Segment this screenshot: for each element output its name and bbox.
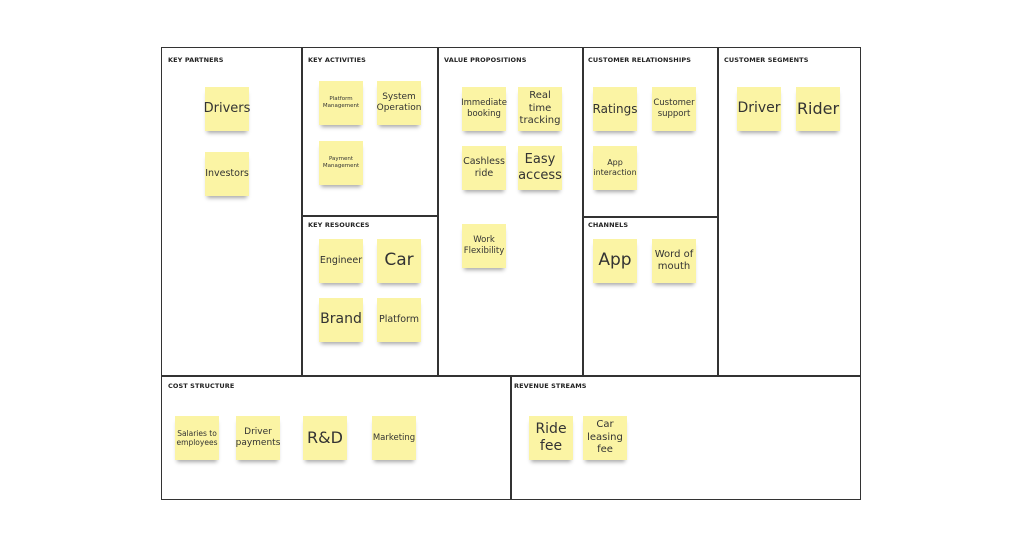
sticky-note-text: Rider: [796, 99, 840, 118]
sticky-note-text: Payment Management: [322, 156, 360, 169]
sticky-note-text: Customer support: [653, 98, 695, 119]
sticky-note[interactable]: Car: [377, 239, 421, 283]
sticky-note[interactable]: Salaries to employees: [175, 416, 219, 460]
sticky-note[interactable]: Rider: [796, 87, 840, 131]
sticky-note-text: Ratings: [592, 101, 638, 116]
sticky-note-text: Driver: [737, 100, 781, 117]
sticky-note[interactable]: R&D: [303, 416, 347, 460]
sticky-note-text: App interaction: [593, 158, 637, 177]
sticky-note-text: Platform: [378, 314, 420, 326]
sticky-note-text: Car leasing fee: [587, 419, 623, 456]
sticky-note-text: Car: [384, 250, 414, 271]
sticky-note-text: Ride fee: [535, 420, 567, 455]
customer-relationships-heading: CUSTOMER RELATIONSHIPS: [588, 56, 691, 64]
sticky-note[interactable]: System Operation: [377, 81, 421, 125]
sticky-note[interactable]: Platform Management: [319, 81, 363, 125]
key-partners-heading: KEY PARTNERS: [168, 56, 224, 64]
sticky-note-text: Engineer: [319, 255, 363, 267]
sticky-note-text: Work Flexibility: [463, 235, 505, 256]
divider: [717, 47, 719, 375]
sticky-note-text: Easy access: [518, 151, 562, 183]
sticky-note[interactable]: Investors: [205, 152, 249, 196]
sticky-note[interactable]: Easy access: [518, 146, 562, 190]
sticky-note-text: Platform Management: [322, 96, 360, 109]
sticky-note[interactable]: Customer support: [652, 87, 696, 131]
key-activities-heading: KEY ACTIVITIES: [308, 56, 366, 64]
sticky-note[interactable]: Drivers: [204, 87, 250, 131]
sticky-note-text: Salaries to employees: [176, 428, 218, 447]
value-propositions-heading: VALUE PROPOSITIONS: [444, 56, 527, 64]
divider: [437, 47, 439, 375]
sticky-note[interactable]: Payment Management: [319, 141, 363, 185]
sticky-note[interactable]: Immediate booking: [461, 87, 507, 131]
cost-structure-heading: COST STRUCTURE: [168, 382, 235, 390]
sticky-note-text: Marketing: [372, 432, 416, 443]
sticky-note-text: System Operation: [376, 91, 422, 113]
sticky-note[interactable]: Engineer: [319, 239, 363, 283]
sticky-note[interactable]: Real time tracking: [518, 87, 562, 131]
sticky-note-text: Brand: [320, 311, 362, 328]
sticky-note[interactable]: Car leasing fee: [583, 416, 627, 460]
sticky-note[interactable]: Driver: [737, 87, 781, 131]
sticky-note-text: Immediate booking: [461, 98, 507, 119]
customer-segments-heading: CUSTOMER SEGMENTS: [724, 56, 809, 64]
sticky-note-text: Cashless ride: [463, 156, 505, 179]
sticky-note-text: Word of mouth: [654, 248, 694, 273]
divider: [301, 47, 303, 375]
sticky-note[interactable]: Cashless ride: [462, 146, 506, 190]
key-resources-heading: KEY RESOURCES: [308, 221, 370, 229]
sticky-note-text: Drivers: [203, 100, 251, 116]
sticky-note[interactable]: Brand: [319, 298, 363, 342]
sticky-note-text: Real time tracking: [519, 90, 561, 127]
sticky-note[interactable]: Marketing: [372, 416, 416, 460]
sticky-note[interactable]: App interaction: [593, 146, 637, 190]
divider: [301, 215, 438, 217]
sticky-note[interactable]: Ride fee: [529, 416, 573, 460]
sticky-note[interactable]: App: [593, 239, 637, 283]
divider: [582, 216, 718, 218]
revenue-streams-heading: REVENUE STREAMS: [514, 382, 587, 390]
channels-heading: CHANNELS: [588, 221, 629, 229]
sticky-note-text: App: [598, 250, 632, 271]
sticky-note-text: Investors: [205, 168, 249, 180]
business-model-canvas: [161, 47, 861, 500]
sticky-note[interactable]: Platform: [377, 298, 421, 342]
sticky-note[interactable]: Work Flexibility: [462, 224, 506, 268]
sticky-note[interactable]: Ratings: [593, 87, 637, 131]
sticky-note[interactable]: Word of mouth: [652, 239, 696, 283]
sticky-note-text: Driver payments: [235, 426, 281, 448]
sticky-note[interactable]: Driver payments: [236, 416, 280, 460]
divider: [510, 375, 512, 499]
divider: [582, 47, 584, 375]
sticky-note-text: R&D: [307, 428, 343, 447]
